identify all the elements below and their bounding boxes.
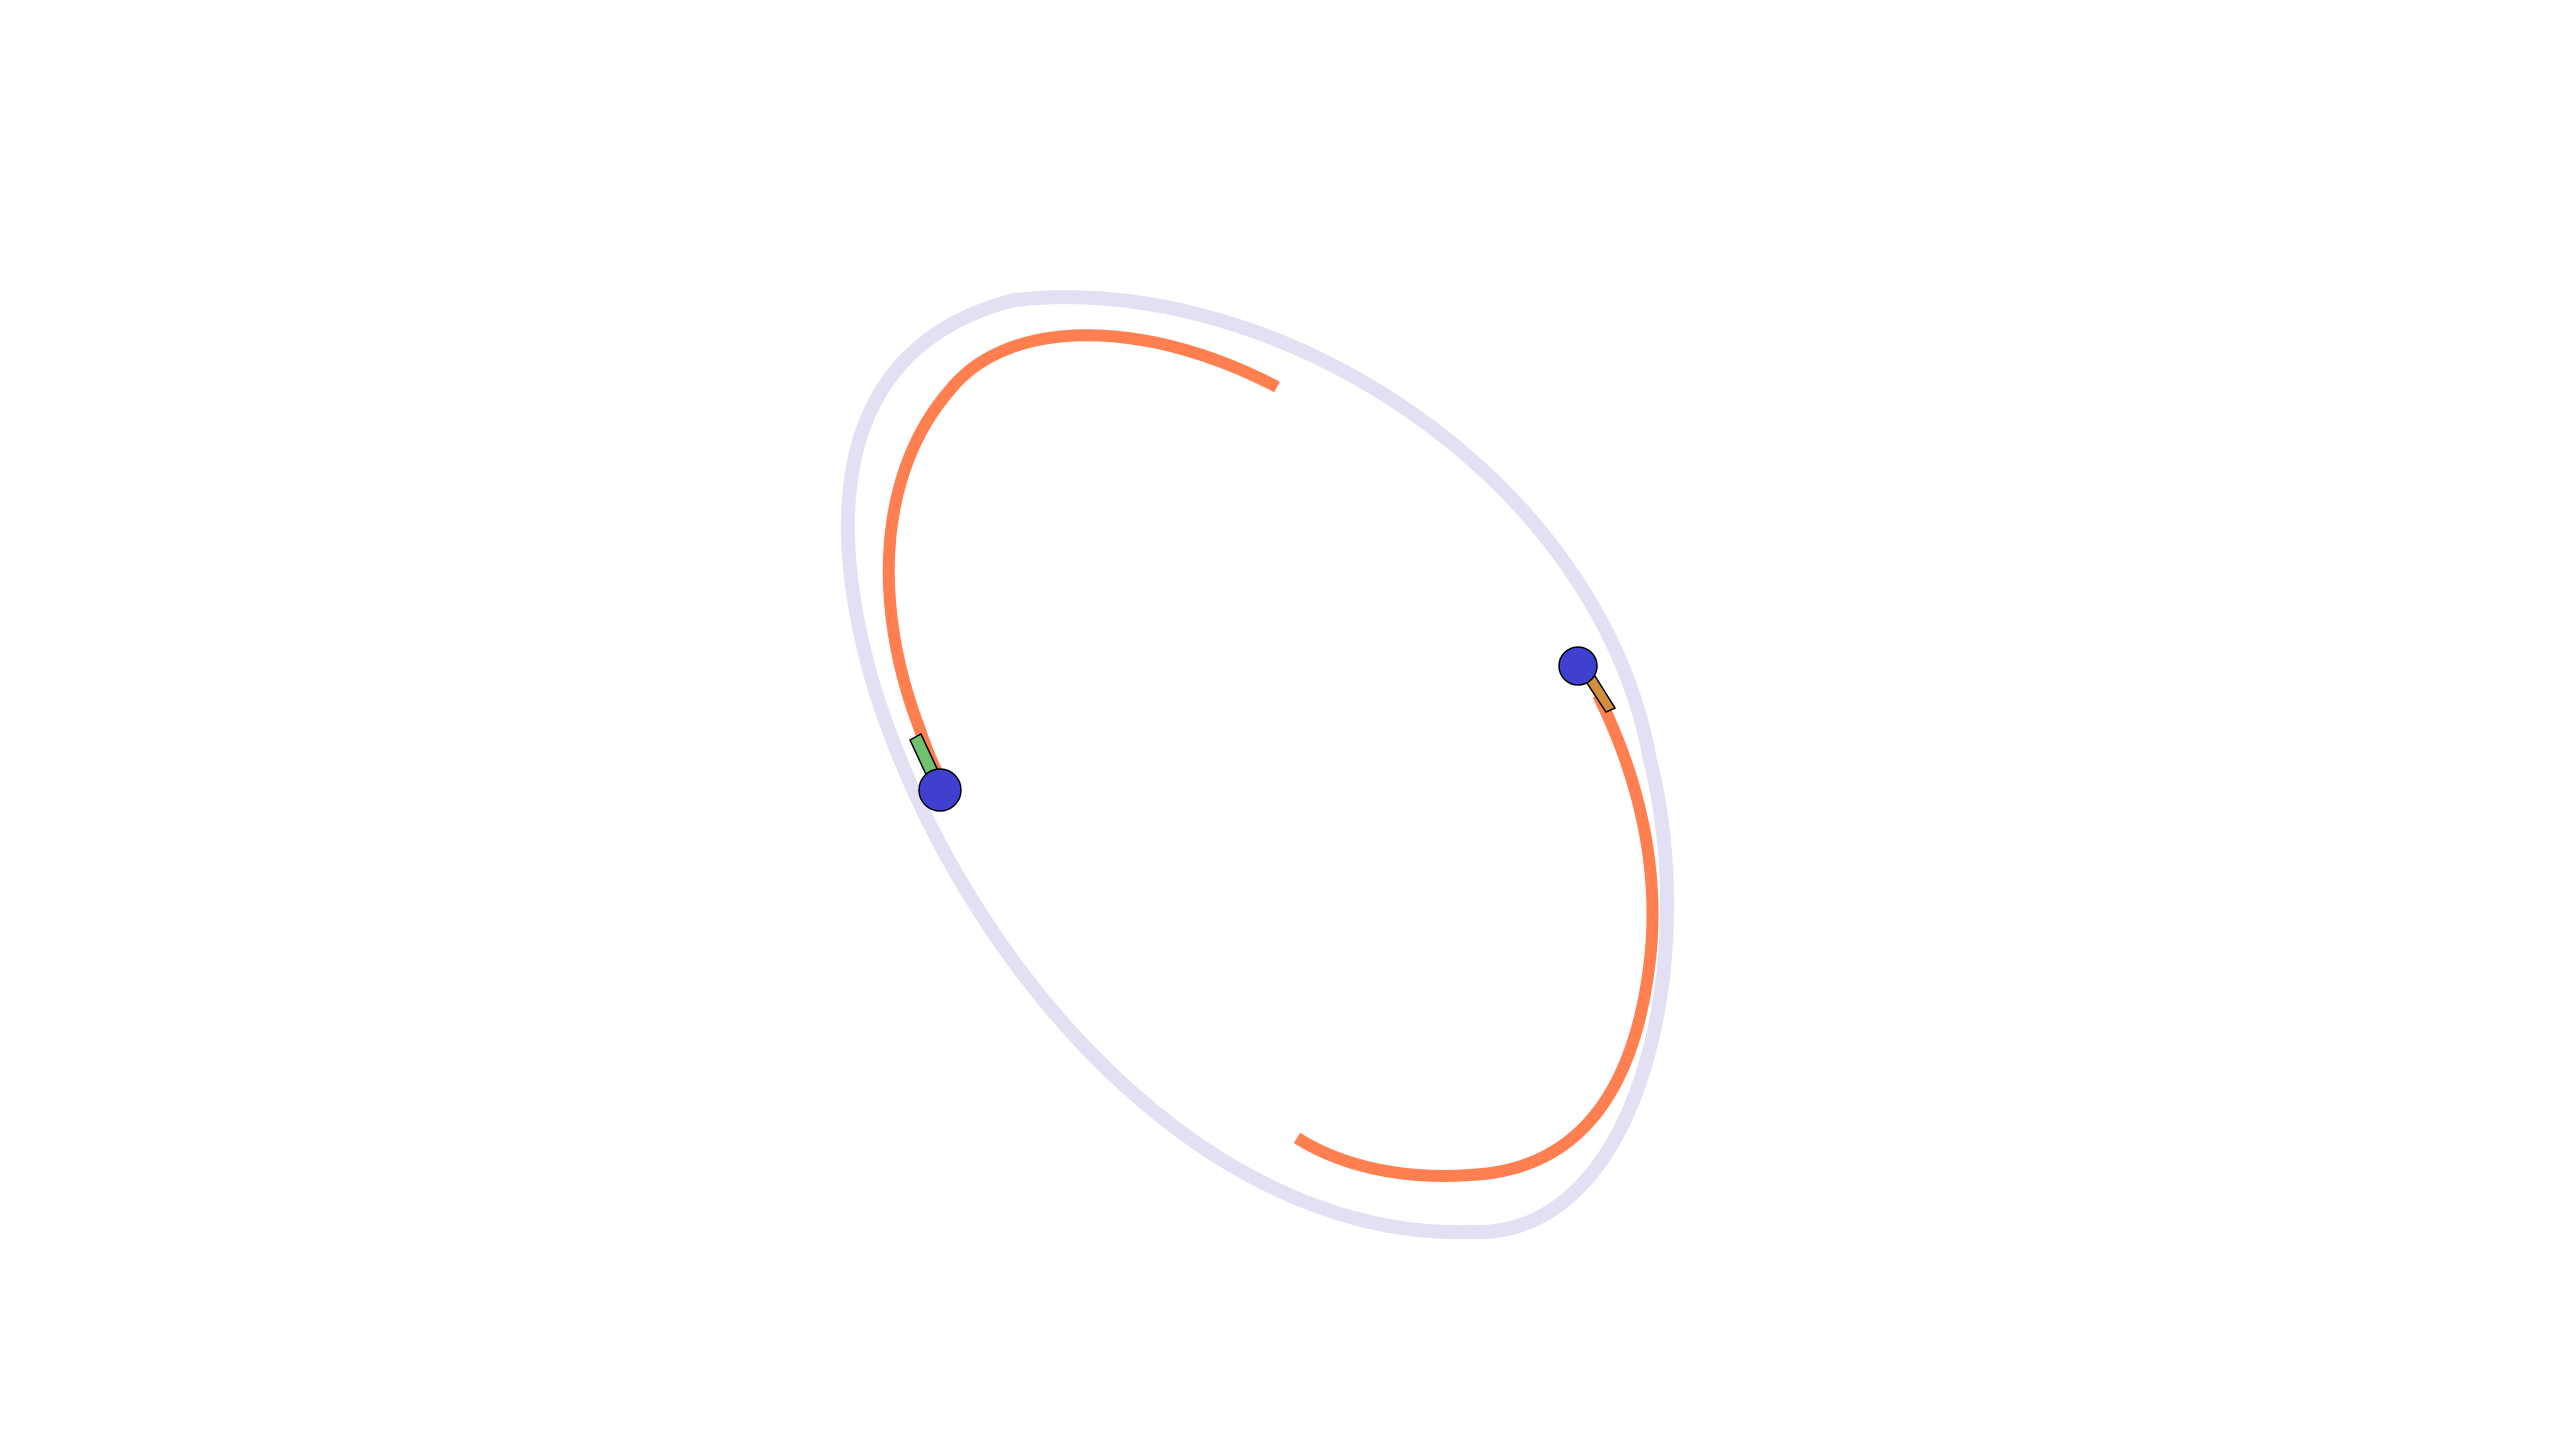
body-right	[1558, 646, 1598, 686]
orbit-path	[840, 290, 1675, 1240]
trail-upper	[882, 329, 1280, 794]
body-left	[918, 768, 962, 812]
trail-lower	[1293, 692, 1659, 1182]
